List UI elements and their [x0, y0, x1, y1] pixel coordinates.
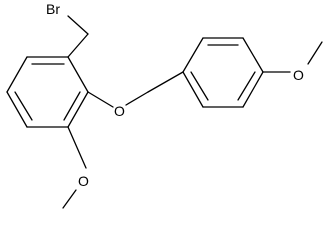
bond — [242, 37, 264, 73]
bond-o-methyl — [62, 189, 77, 209]
bond — [67, 91, 89, 128]
left-benzene-ring — [6, 56, 89, 128]
bond-o-methyl-para — [307, 41, 323, 65]
right-benzene-ring — [182, 37, 264, 108]
bond-o-ch2 — [125, 91, 149, 106]
para-methoxy-oxygen-label: O — [293, 67, 304, 83]
bond — [6, 56, 28, 93]
double-bond-inner — [190, 71, 209, 101]
ether-oxygen-label: O — [114, 103, 125, 119]
bond — [67, 56, 89, 93]
double-bond-inner — [63, 91, 81, 121]
chemical-structure: Br O O O — [6, 1, 323, 209]
bond — [6, 91, 28, 128]
bond-ch2-ring — [147, 71, 184, 93]
bromine-label: Br — [46, 1, 60, 17]
bond — [182, 71, 204, 108]
bond-ch2-br — [67, 15, 89, 35]
bond-ring-o — [87, 91, 114, 108]
bond — [182, 37, 204, 73]
bond-ring-ome — [67, 126, 87, 169]
ring-methoxy-oxygen-label: O — [78, 173, 89, 189]
double-bond-inner — [237, 71, 256, 101]
double-bond-inner — [14, 91, 33, 121]
bond — [242, 71, 264, 108]
bond-ring-ch2 — [67, 33, 89, 58]
